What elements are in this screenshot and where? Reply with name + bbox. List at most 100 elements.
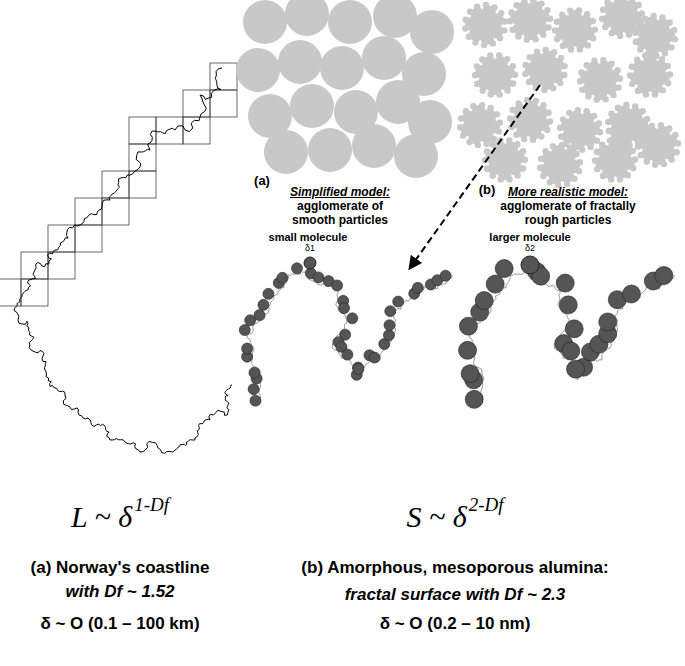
rough-particle [541,87,547,93]
rough-particle [540,32,546,38]
rough-particle [558,55,564,61]
rough-particle [571,176,577,182]
rough-particle [624,141,630,147]
rough-particle [584,11,590,17]
caption-text: δ ~ O (0.2 – 10 nm) [380,614,531,634]
rough-particle [636,2,642,8]
rough-particle [510,63,516,69]
caption-text: (a) Norway's coastline [31,558,210,578]
rough-particle [552,27,558,33]
rough-particle [474,3,480,9]
rough-particle [578,69,584,75]
grid-cell [129,144,156,171]
rough-particle [594,97,600,103]
rough-particle [533,98,539,104]
rough-particle [515,33,521,39]
fractal-surface [247,272,452,405]
rough-particle [627,72,633,78]
molecule [475,292,493,310]
rough-particle [635,88,641,94]
rough-particle [583,62,589,68]
rough-particle [672,36,678,42]
figure-label: More realistic model: [508,186,628,200]
rough-particle [602,96,608,102]
rough-particle [650,13,656,19]
molecule [369,352,380,363]
rough-particle [532,36,538,42]
rough-particle [510,80,516,86]
rough-particle [507,18,513,24]
rough-particle [629,81,635,87]
rough-particle [594,166,600,172]
grid-cell [102,171,129,198]
rough-particle [538,156,544,162]
caption-text: 2-Df [469,494,504,516]
rough-particle [534,49,540,55]
rough-particle [662,50,668,56]
molecule [248,384,259,395]
coastline-path [14,68,232,453]
rough-particle [506,137,512,143]
rough-particle [608,176,614,182]
rough-particle [594,149,600,155]
rough-particle [474,63,480,69]
rough-particle [600,173,606,179]
rough-particle [550,143,556,149]
rough-particle [585,93,591,99]
rough-particle [641,127,647,133]
figure-label: agglomerate of smooth particles [279,200,401,228]
rough-particle [545,24,551,30]
caption-text: δ ~ O (0.1 – 100 km) [40,614,199,634]
rough-particle [637,46,643,52]
rough-particle [524,97,530,103]
molecule [239,325,250,336]
molecule [567,360,585,378]
figure-label: (b) [479,183,496,198]
rough-particle [659,14,665,20]
fractal-surface [469,272,674,405]
adsorbed-molecules [239,260,674,409]
smooth-particle [362,36,406,80]
rough-particle [526,79,532,85]
rough-particle [566,110,572,116]
rough-particle [632,30,638,36]
rough-particle [547,179,553,185]
molecule [258,299,269,310]
rough-particle [591,113,597,119]
rough-particle [540,102,546,108]
rough-particle [458,115,464,121]
molecule [249,367,260,378]
figure-label: (a) [254,174,270,189]
rough-particle [612,0,618,1]
rough-particle [522,71,528,77]
rough-particle [498,176,504,182]
rough-particle [521,0,527,4]
rough-particle [527,54,533,60]
rough-particle [516,100,522,106]
molecule [250,395,261,406]
rough-particle [665,80,671,86]
grid-cell [102,198,129,225]
rough-particle [554,36,560,42]
molecule [599,313,617,331]
rough-particle [547,16,553,22]
rough-particle [597,129,603,135]
rough-particle [484,166,490,172]
caption-text: fractal surface with Df ~ 2.3 [345,585,566,605]
rough-particle [504,87,510,93]
rough-particles [457,0,681,188]
rough-particle [643,91,649,97]
rough-particle [671,27,677,33]
rough-particle [665,63,671,69]
rough-particle [577,159,583,165]
smooth-particle [308,128,352,172]
rough-particle [472,72,478,78]
rough-particle [483,141,489,147]
rough-particle [489,173,495,179]
rough-particle [497,35,503,41]
rough-particle [576,7,582,13]
caption-text: S ~ δ [406,500,466,535]
rough-particle [614,67,620,73]
rough-particle [558,133,564,139]
